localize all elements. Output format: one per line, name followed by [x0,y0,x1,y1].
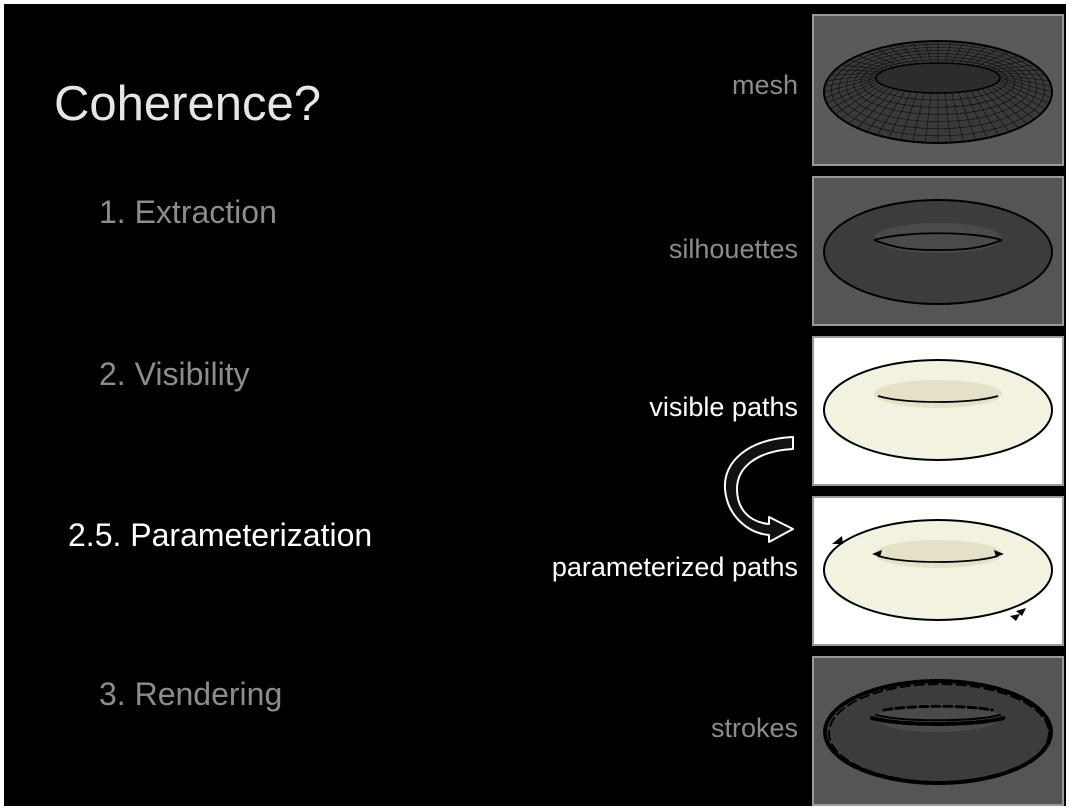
mesh-edge [848,87,890,125]
silhouette-torus-image [823,199,1053,305]
mesh-ring [838,46,1038,130]
mesh-edge [877,48,906,66]
parameterized-paths-torus-image [823,519,1053,621]
step-rendering: 3. Rendering [99,676,283,712]
mesh-edge [998,80,1050,104]
mesh-edge [990,64,1035,71]
visible-paths-torus-image [823,359,1053,461]
mesh-edge [996,72,1046,76]
mesh-edge [981,55,1019,68]
mesh-edge [900,43,918,65]
label-silhouettes: silhouettes [668,234,798,264]
mesh-edge [986,87,1028,125]
mesh-edge [830,72,880,76]
label-visible-paths: visible paths [649,392,798,422]
mesh-edge [826,74,878,82]
mesh-ring [853,53,1023,115]
mesh-edge [826,80,878,104]
mesh-edge [993,69,1041,72]
mesh-edge [912,92,925,142]
mesh-edge [976,89,1010,133]
mesh-edge [981,88,1019,129]
mesh-edge [970,48,999,66]
mesh-edge [970,90,999,136]
slide: Coherence? 1. Extraction 2. Visibility 2… [4,4,1066,806]
mesh-edge [857,88,895,129]
mesh-edge [823,77,877,93]
mesh-edge [993,84,1041,115]
mesh-edge [964,91,988,139]
mesh-edge [998,74,1050,82]
mesh-edge [990,85,1035,120]
mesh-edge [912,42,925,64]
mesh-edge [848,59,890,69]
panel-strokes [812,656,1064,806]
mesh-ring [868,59,1008,101]
mesh-edge [824,79,877,99]
mesh-edge [958,43,976,65]
mesh-edge [964,45,988,65]
mesh-edge [841,64,886,71]
mesh-edge [924,92,932,143]
mesh-edge [866,51,900,67]
mesh-edge [877,90,906,136]
mesh-edge [996,82,1046,110]
curved-down-arrow-icon [723,436,794,543]
mesh-edge [835,69,883,72]
panel-visible-paths [812,336,1064,486]
label-mesh: mesh [731,70,798,100]
step-visibility: 2. Visibility [99,356,250,392]
mesh-edge [888,45,912,65]
mesh-edge [986,59,1028,69]
panel-silhouettes [812,176,1064,326]
mesh-ring [831,43,1045,137]
mesh-edge [866,89,900,133]
label-strokes: strokes [710,713,798,743]
mesh-ring [845,50,1031,122]
mesh-ring [860,56,1016,108]
mesh-edge [924,41,932,64]
step-extraction: 1. Extraction [99,194,277,230]
mesh-edge [951,42,964,64]
mesh-edge [830,82,880,110]
panel-parameterized-paths [812,496,1064,646]
mesh-edge [857,55,895,68]
mesh-edge [951,92,964,142]
mesh-edge [999,77,1053,93]
mesh-torus-image [823,40,1053,144]
mesh-edge [824,75,877,87]
mesh-edge [976,51,1010,67]
mesh-edge [999,75,1052,87]
mesh-edge [835,84,883,115]
mesh-edge [899,92,918,141]
slide-title: Coherence? [54,77,321,131]
strokes-torus-image [823,679,1053,785]
mesh-edge [841,85,886,120]
mesh-edge [958,92,977,141]
mesh-edge [944,41,952,64]
mesh-edge [999,79,1052,99]
step-parameterization: 2.5. Parameterization [68,517,373,553]
label-parameterized-paths: parameterized paths [551,552,798,582]
mesh-edge [944,92,952,143]
mesh-edge [888,91,912,139]
panel-mesh [812,14,1064,166]
